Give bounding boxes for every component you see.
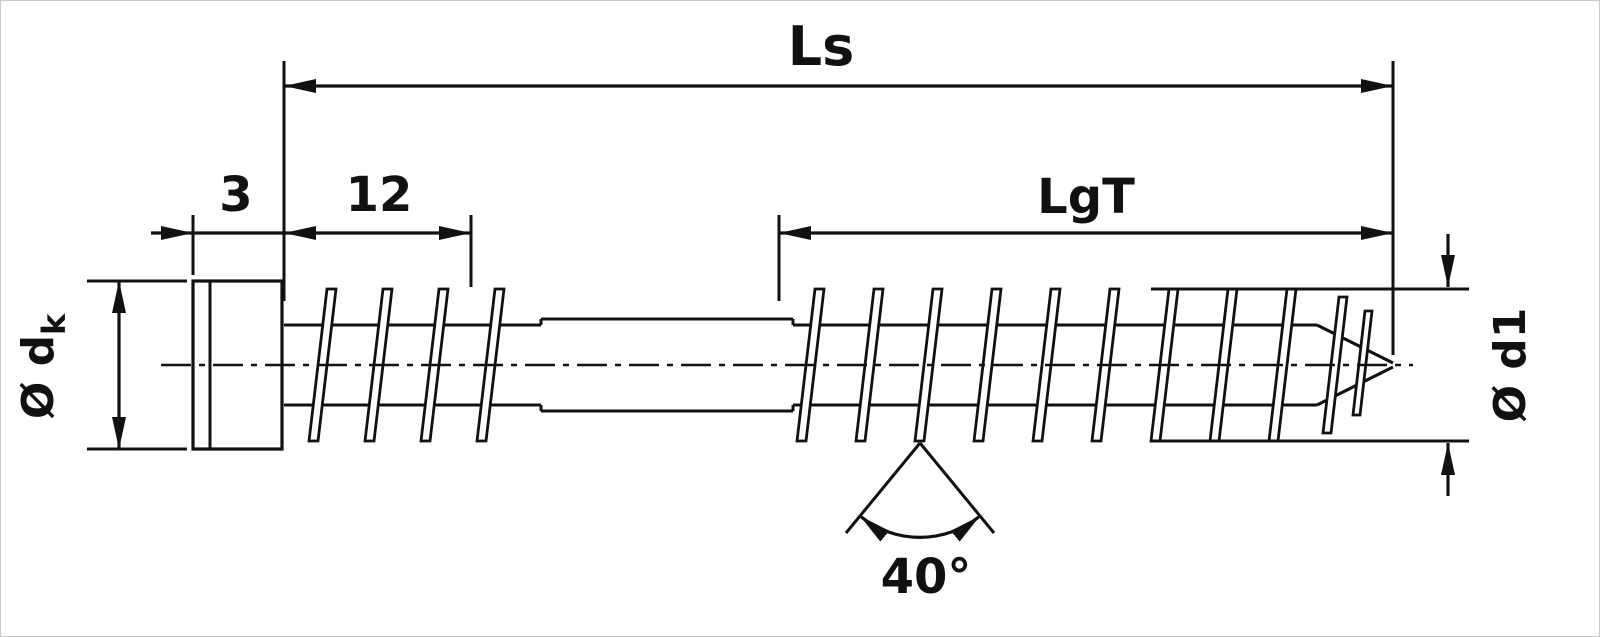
angle-label: 40° xyxy=(881,549,972,605)
dim-label-dk-main: Ø d xyxy=(13,335,64,419)
dim-label-3: 3 xyxy=(219,167,252,223)
dim-label-d1-text: Ø d1 xyxy=(1485,308,1536,423)
dim-label-dk: Ø d k xyxy=(13,313,73,419)
dim-thread-length: LgT xyxy=(777,169,1393,301)
dim-head-length: 3 xyxy=(151,167,284,275)
dim-label-d1: Ø d1 xyxy=(1485,308,1536,423)
dim-outer-diameter: Ø d1 xyxy=(1151,234,1536,496)
dim-head-diameter: Ø d k xyxy=(13,279,187,451)
dim-overall-length: Ls xyxy=(282,15,1395,355)
angle-dimension: 40° xyxy=(844,442,996,605)
dim-label-ls: Ls xyxy=(788,15,855,78)
angle-flank-line xyxy=(918,442,996,534)
dim-label-12: 12 xyxy=(346,167,413,223)
dim-label-dk-subscript: k xyxy=(35,313,73,335)
angle-arc xyxy=(858,514,982,542)
dim-label-lgt: LgT xyxy=(1037,169,1135,225)
dim-front-thread-length: 12 xyxy=(284,167,473,287)
angle-flank-line xyxy=(844,442,922,534)
